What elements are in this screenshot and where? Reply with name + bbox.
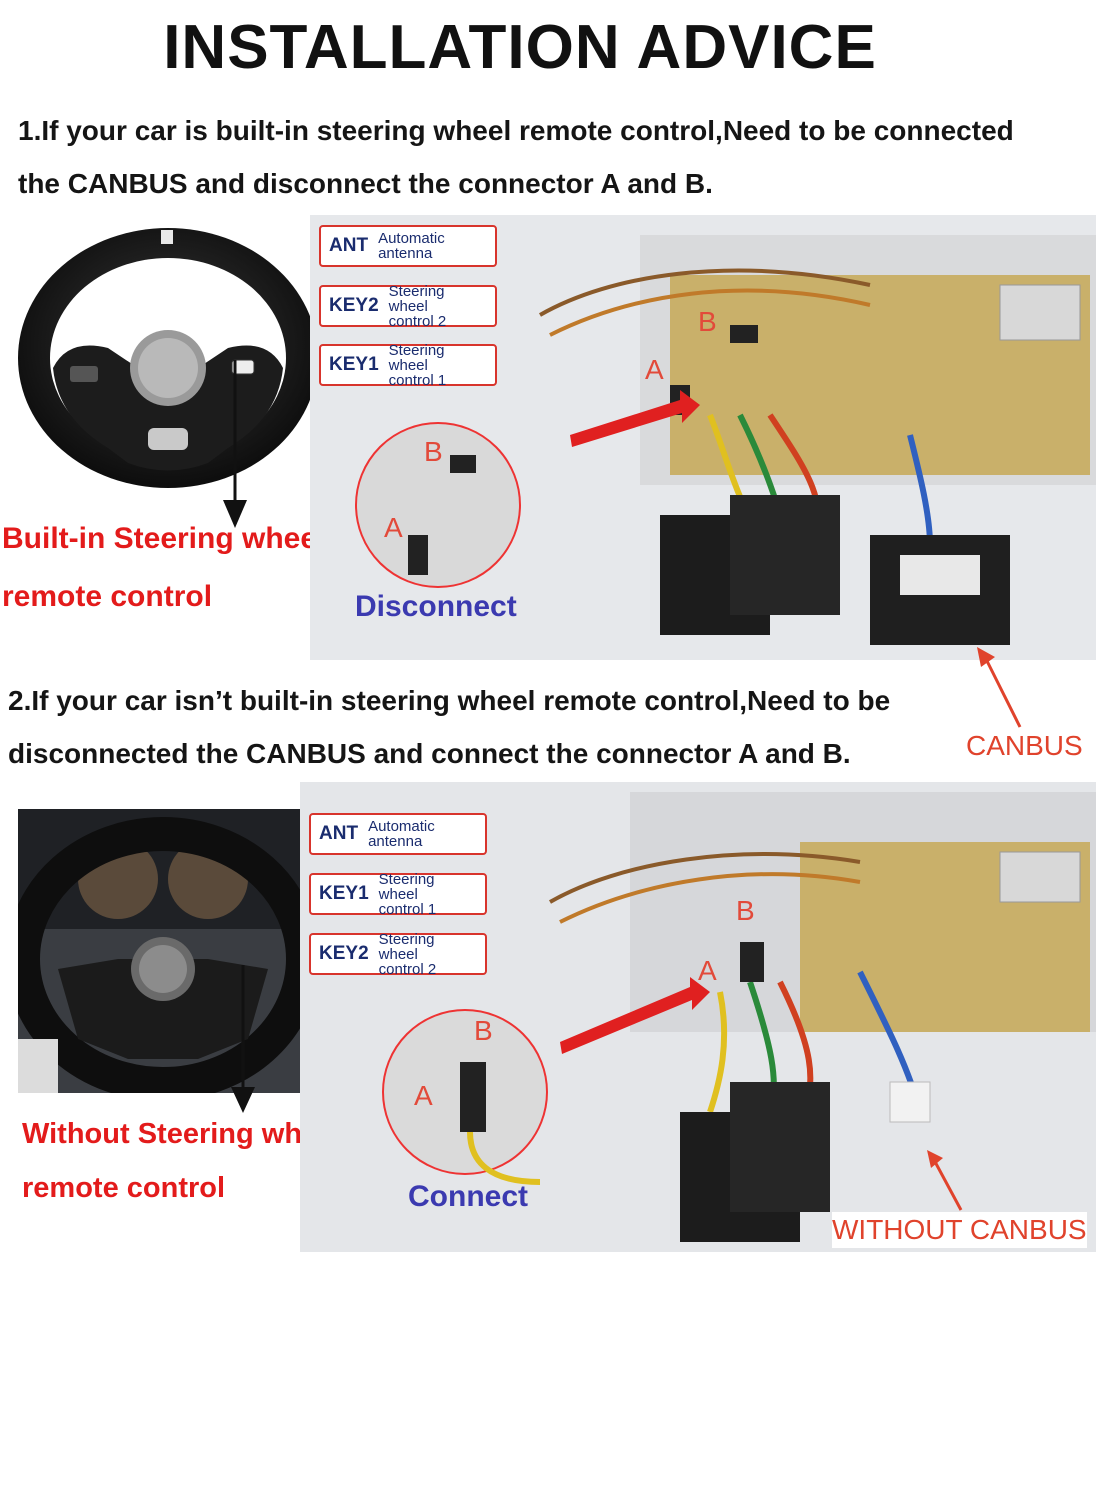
section2-caption-line2: remote control bbox=[22, 1172, 226, 1204]
section1-instruction: 1.If your car is built-in steering wheel… bbox=[18, 104, 1014, 210]
harness-photo-without-canbus bbox=[300, 782, 1096, 1252]
section1-line2: the CANBUS and disconnect the connector … bbox=[18, 168, 713, 199]
connector-b-label: B bbox=[698, 306, 717, 337]
label-desc2: antenna bbox=[368, 833, 423, 850]
label-desc2: control 2 bbox=[378, 960, 437, 978]
label-desc1: Steering wheel bbox=[378, 870, 435, 903]
section1-caption-line2: remote control bbox=[2, 580, 213, 613]
zoom-connector-b-label: B bbox=[424, 436, 443, 467]
page-title: INSTALLATION ADVICE bbox=[163, 13, 877, 82]
connector-b-label-2: B bbox=[736, 895, 755, 926]
label-key: ANT bbox=[329, 235, 369, 256]
connector-a-label-2: A bbox=[698, 955, 717, 986]
label-desc2: control 1 bbox=[388, 371, 447, 389]
section2-caption-line1: Without Steering wheel bbox=[22, 1118, 343, 1150]
label-desc1: Automatic bbox=[368, 818, 435, 835]
zoom-connector-a-label-2: A bbox=[414, 1080, 433, 1111]
section2-line2: disconnected the CANBUS and connect the … bbox=[8, 738, 851, 769]
steering-wheel-photo-builtin bbox=[8, 218, 338, 508]
section1-line1: 1.If your car is built-in steering wheel… bbox=[18, 115, 1014, 146]
arrow-up-icon-2 bbox=[925, 1148, 965, 1218]
canbus-label: CANBUS bbox=[966, 730, 1083, 761]
disconnect-label: Disconnect bbox=[355, 590, 517, 623]
label-desc1: Automatic bbox=[378, 230, 445, 247]
section2-instruction: 2.If your car isn’t built-in steering wh… bbox=[8, 674, 958, 780]
connector-a-label: A bbox=[645, 354, 664, 385]
label-key: KEY2 bbox=[329, 295, 379, 316]
steering-wheel-photo-without bbox=[6, 809, 320, 1101]
zoom-connector-a-label: A bbox=[384, 512, 403, 543]
arrow-up-icon bbox=[975, 645, 1025, 735]
label-desc2: control 2 bbox=[388, 312, 447, 330]
without-canbus-label: WITHOUT CANBUS bbox=[832, 1212, 1087, 1248]
label-desc1: Steering wheel bbox=[388, 282, 445, 315]
zoom-connector-b-label-2: B bbox=[474, 1015, 493, 1046]
section2-line1: 2.If your car isn’t built-in steering wh… bbox=[8, 685, 891, 716]
label-desc1: Steering wheel bbox=[388, 341, 445, 374]
connect-label: Connect bbox=[408, 1180, 528, 1213]
section1-caption-line1: Built-in Steering wheel bbox=[2, 522, 326, 555]
label-key: KEY2 bbox=[319, 943, 369, 964]
label-desc1: Steering wheel bbox=[378, 930, 435, 963]
label-key: ANT bbox=[319, 823, 359, 844]
arrow-down-icon bbox=[220, 360, 250, 535]
label-desc2: antenna bbox=[378, 245, 433, 262]
label-key: KEY1 bbox=[329, 354, 379, 375]
label-desc2: control 1 bbox=[378, 900, 437, 918]
arrow-down-icon-2 bbox=[230, 965, 256, 1120]
label-key: KEY1 bbox=[319, 883, 369, 904]
